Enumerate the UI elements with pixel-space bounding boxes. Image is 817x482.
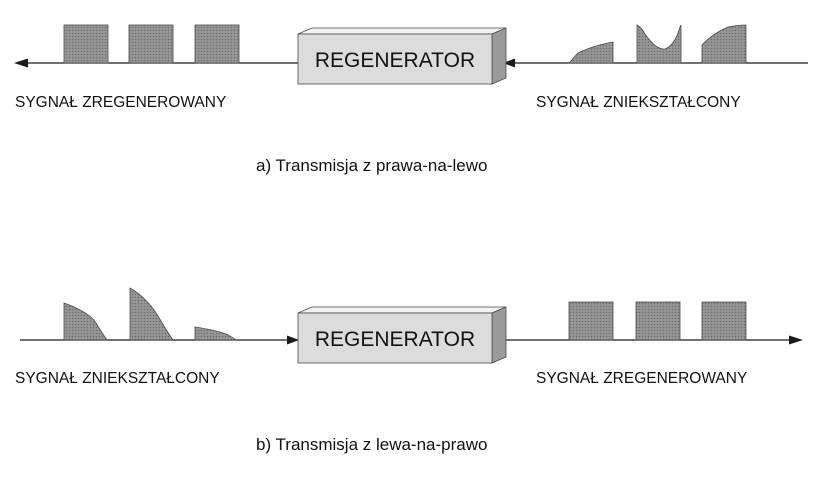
caption-b: b) Transmisja z lewa-na-prawo xyxy=(256,435,487,454)
regenerator-label-a: REGENERATOR xyxy=(315,49,475,72)
left-label-a: SYGNAŁ ZREGENEROWANY xyxy=(15,94,226,111)
regenerator-label-b: REGENERATOR xyxy=(315,328,475,351)
regenerated-pulse-a2 xyxy=(128,24,174,64)
regenerated-pulse-b3 xyxy=(701,301,747,341)
arrow-head-left-a xyxy=(14,58,28,68)
left-label-b: SYGNAŁ ZNIEKSZTAŁCONY xyxy=(15,370,220,387)
regenerated-pulse-b1 xyxy=(568,301,614,341)
regenerator-side-face-b xyxy=(491,306,507,364)
regenerator-side-face-a xyxy=(491,27,507,85)
distorted-pulse-a1 xyxy=(568,41,614,64)
right-label-b: SYGNAŁ ZREGENEROWANY xyxy=(536,370,747,387)
arrow-head-into-regenerator-a xyxy=(503,58,515,68)
regenerator-front-face-b xyxy=(297,312,493,364)
distorted-pulse-a2 xyxy=(636,24,682,64)
arrow-head-right-b xyxy=(789,335,803,345)
diagram-b: REGENERATOR SYGNAŁ ZNIEKSZTAŁCONY SYGNAŁ… xyxy=(15,287,803,454)
regenerated-pulse-a1 xyxy=(63,24,109,64)
regenerated-pulse-a3 xyxy=(194,24,240,64)
distorted-pulse-b2 xyxy=(129,287,174,341)
regenerator-front-face-a xyxy=(297,33,493,85)
distorted-pulse-a3 xyxy=(701,24,747,64)
distorted-pulse-b3 xyxy=(194,326,238,341)
arrow-head-into-regenerator-b xyxy=(287,335,299,345)
distorted-pulse-b1 xyxy=(63,302,108,341)
regenerator-top-face-b xyxy=(297,306,507,314)
caption-a: a) Transmisja z prawa-na-lewo xyxy=(256,156,487,175)
right-label-a: SYGNAŁ ZNIEKSZTAŁCONY xyxy=(536,94,741,111)
regenerator-box-b: REGENERATOR xyxy=(297,306,507,364)
regenerator-box-a: REGENERATOR xyxy=(297,27,507,85)
regenerator-top-face-a xyxy=(297,27,507,35)
diagram-a: REGENERATOR SYGNAŁ ZREGENEROWANY SYGNAŁ … xyxy=(14,24,808,175)
regenerated-pulse-b2 xyxy=(635,301,681,341)
